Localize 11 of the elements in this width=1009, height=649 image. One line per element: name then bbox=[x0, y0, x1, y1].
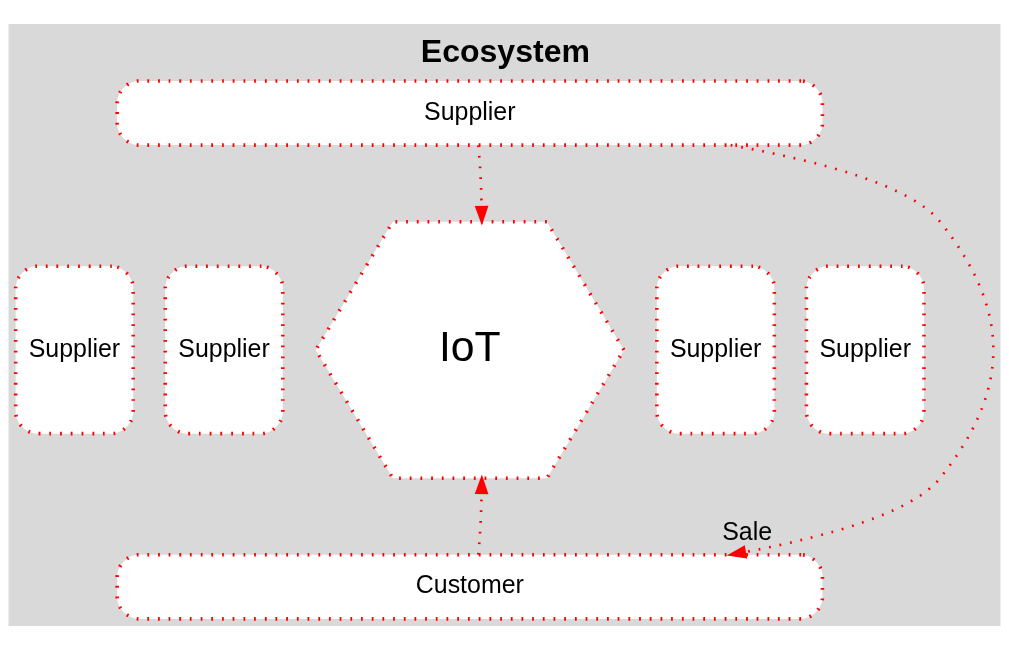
node-box: Supplier bbox=[655, 263, 777, 435]
arrow bbox=[474, 474, 489, 555]
edge-label: Sale bbox=[722, 516, 773, 545]
diagram-title: Ecosystem bbox=[420, 32, 591, 69]
arrow bbox=[474, 144, 489, 225]
node-box: Supplier bbox=[115, 78, 825, 147]
node-box: Customer bbox=[115, 552, 825, 621]
node-box: Supplier bbox=[804, 263, 926, 435]
node-box: Supplier bbox=[163, 263, 285, 435]
arrow bbox=[726, 143, 995, 559]
node-box: Supplier bbox=[13, 263, 135, 435]
